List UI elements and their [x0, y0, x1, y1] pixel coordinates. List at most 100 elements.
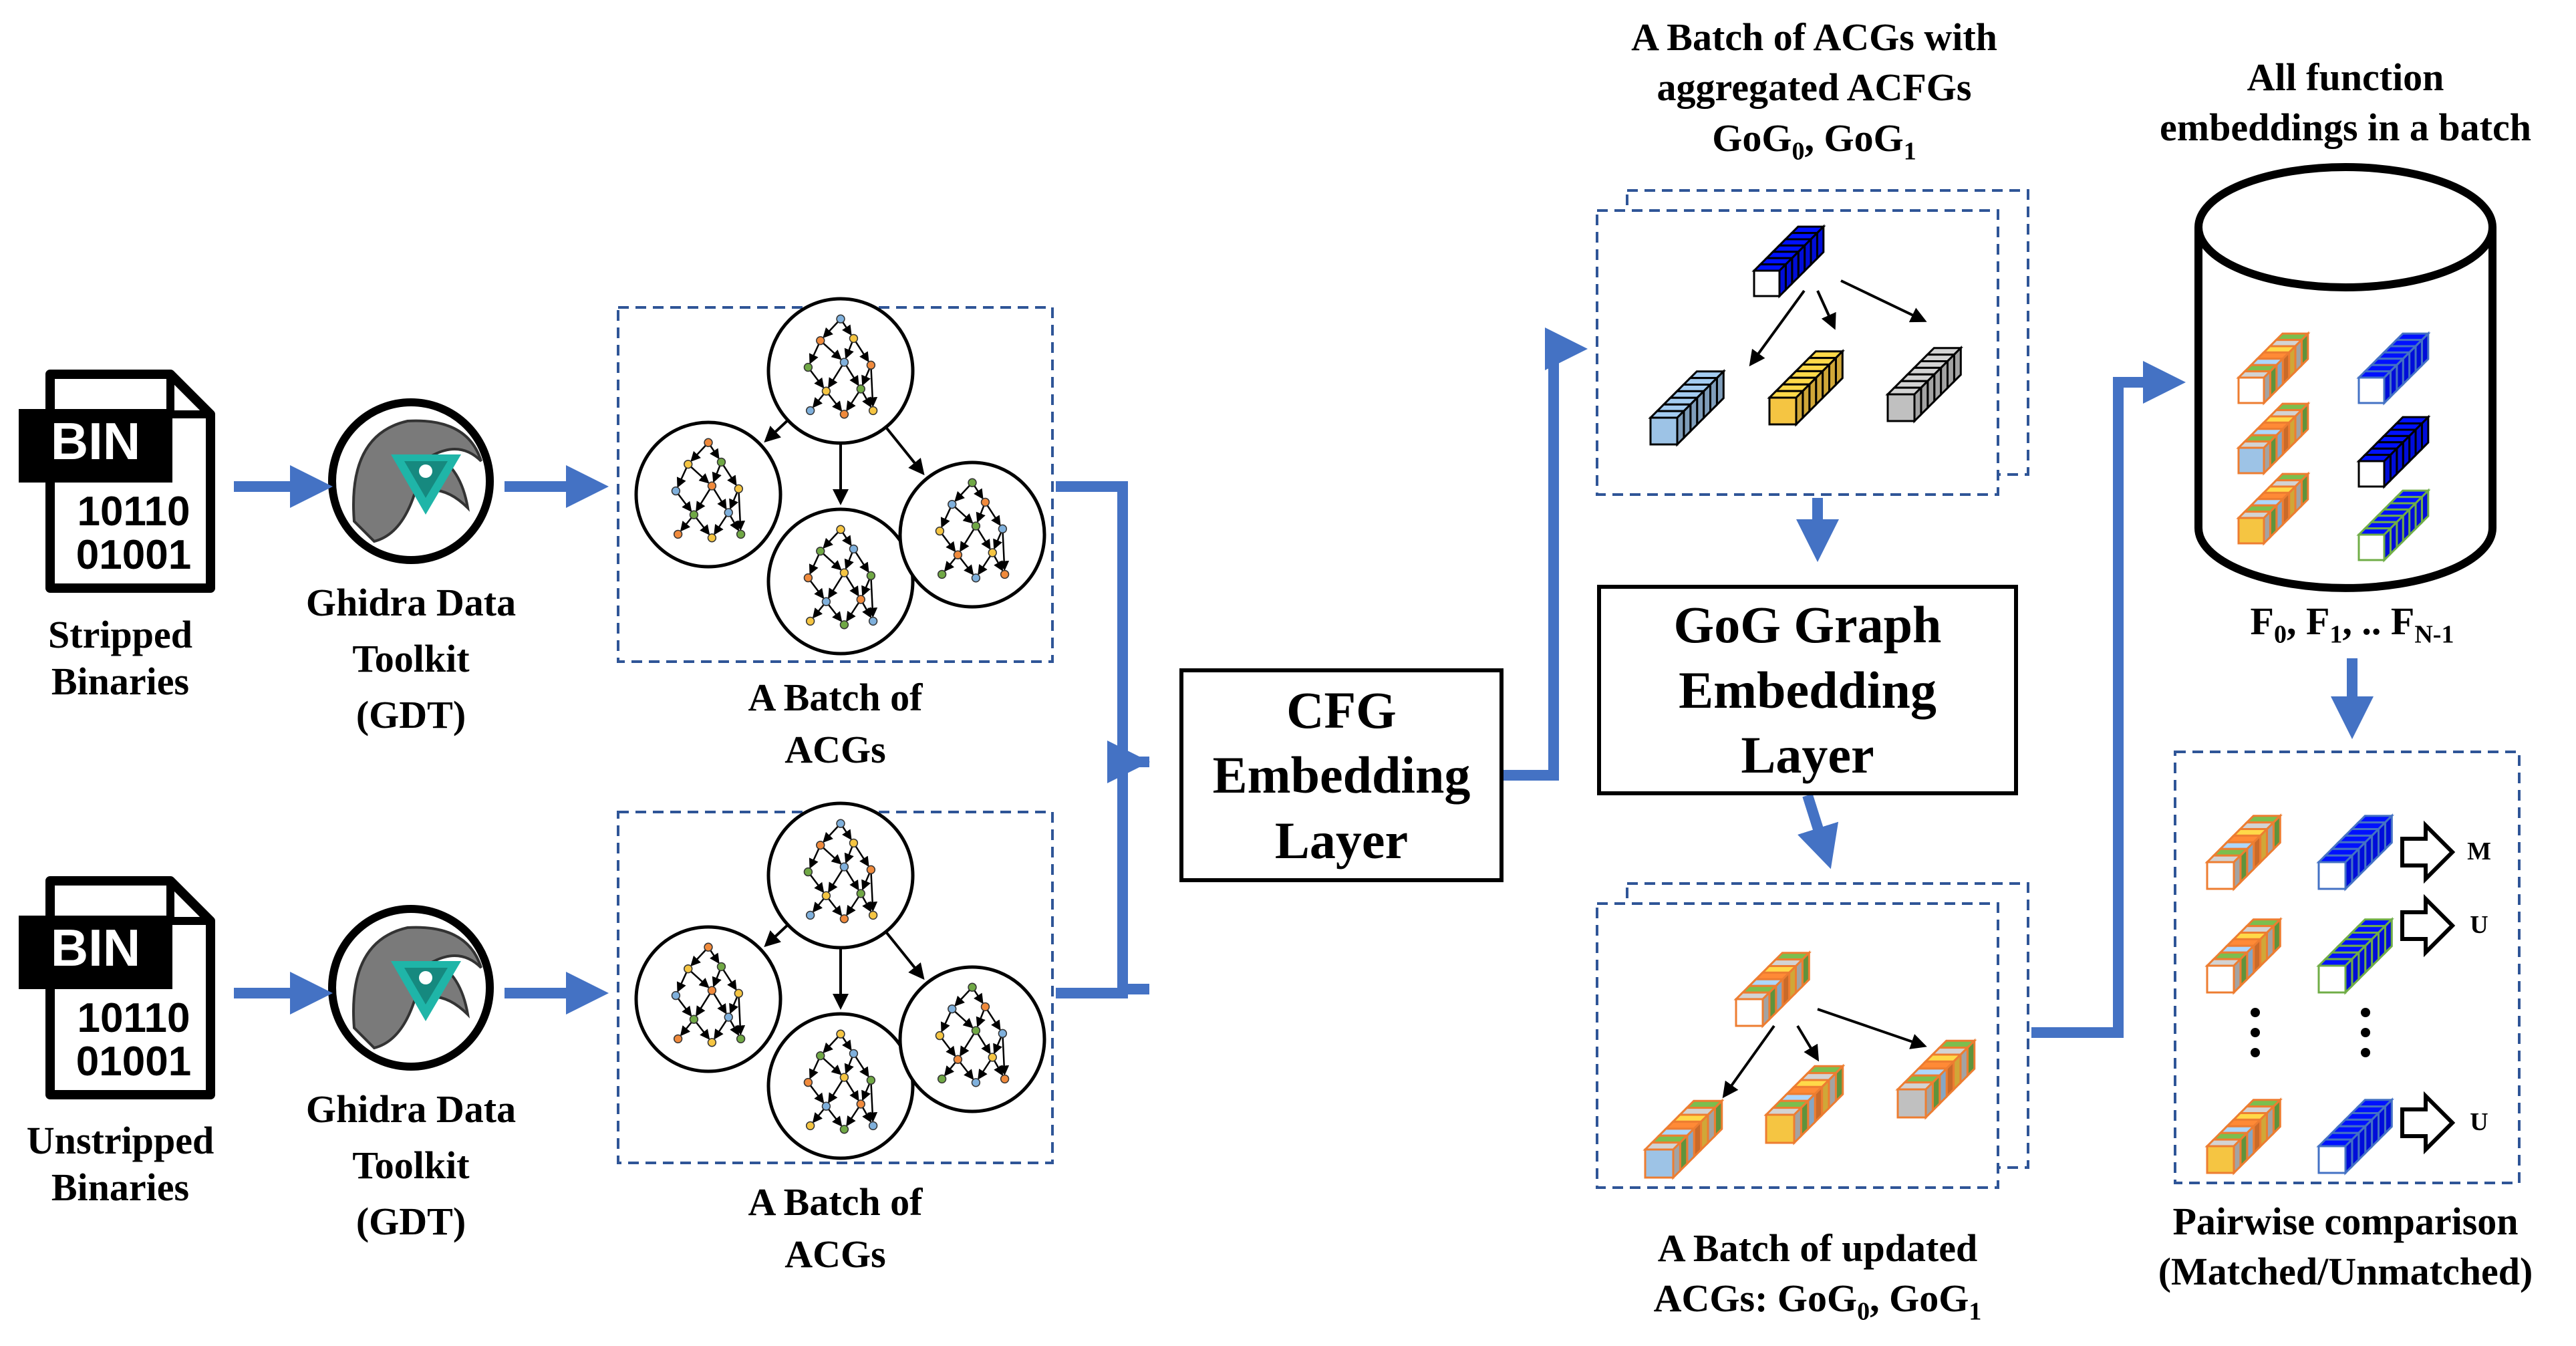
acg-node: [868, 1121, 878, 1131]
acg-node: [971, 1026, 981, 1035]
acg-node: [736, 1034, 746, 1044]
cube-front: [2357, 533, 2386, 561]
cube-front: [2317, 861, 2347, 890]
acg-node: [707, 1038, 717, 1047]
cube-side: [1966, 1038, 1976, 1079]
acg-edge: [819, 1055, 842, 1075]
acg-node: [866, 1075, 876, 1085]
acg-node: [953, 1055, 963, 1064]
cube-side: [1800, 1098, 1810, 1139]
acg-node: [673, 1034, 683, 1044]
acg-node: [684, 964, 693, 974]
bin-bits-unstripped-2: 01001: [76, 1039, 192, 1085]
acg-edge: [819, 340, 842, 360]
acg-node: [805, 406, 815, 416]
acg-node: [856, 384, 865, 394]
acg-graph-bottom: [634, 801, 1046, 1160]
updated-edge: [1722, 1025, 1775, 1099]
updated-label-line2: ACGs: GoG0, GoG1: [1653, 1276, 1982, 1326]
acg-node: [684, 459, 693, 469]
aggregated-label-line1: A Batch of ACGs with: [1631, 15, 1997, 59]
acg-edge: [819, 844, 842, 865]
acg-batch-label-bottom: A Batch of ACGs: [748, 1180, 923, 1276]
cfg-embedding-layer-label: CFG Embedding Layer: [1212, 680, 1471, 869]
result-matched: M: [2467, 837, 2491, 865]
result-unmatched-1: U: [2470, 911, 2488, 939]
acg-graph-top: [634, 297, 1046, 656]
acg-node: [821, 891, 831, 900]
acg-node: [839, 862, 849, 871]
cube-side: [1693, 1119, 1703, 1160]
acg-node: [849, 1049, 859, 1059]
cube-side: [1713, 1098, 1723, 1139]
acg-link-arrow: [764, 924, 789, 948]
acg-node: [998, 1029, 1008, 1039]
updated-edge: [1817, 1008, 1927, 1049]
acg-node: [805, 616, 815, 626]
acg-node: [803, 867, 813, 877]
acg-node: [805, 910, 815, 920]
acg-node: [724, 508, 733, 517]
acg-edge: [696, 485, 713, 512]
acg-node: [953, 550, 963, 559]
acg-edge: [951, 503, 974, 524]
acg-node: [935, 526, 945, 536]
cube-front: [2357, 460, 2386, 488]
cube-side: [1814, 1084, 1824, 1125]
acg-edge: [828, 572, 845, 599]
pairwise-cubes: [2204, 813, 2394, 1176]
function-embedding-list: F0, F1, .. FN-1: [2250, 599, 2454, 649]
acg-link-arrow: [764, 419, 789, 443]
acg-node: [839, 568, 849, 577]
acg-node: [868, 406, 878, 416]
acg-node: [856, 595, 865, 604]
acg-node: [836, 819, 845, 828]
acg-node: [704, 942, 713, 952]
cube-side: [1672, 1139, 1681, 1180]
cube-side: [1953, 1052, 1962, 1093]
acg-node: [839, 1073, 849, 1082]
acg-node: [716, 457, 726, 467]
acg-node: [971, 1078, 981, 1087]
acg-node: [736, 529, 746, 539]
acg-node: [816, 840, 825, 850]
acg-edge: [687, 968, 710, 988]
aggregated-cubes: [1648, 224, 1963, 447]
acg-node: [937, 569, 947, 579]
gdt-label-bottom: Ghidra Data Toolkit (GDT): [305, 1087, 517, 1244]
cube-front: [2237, 517, 2265, 545]
cube-side: [1679, 1133, 1689, 1174]
cube-side: [1834, 1063, 1844, 1104]
acg-node: [716, 962, 726, 972]
unstripped-binaries-label: Unstripped Binaries: [26, 1119, 214, 1209]
cube-front: [1886, 393, 1916, 422]
acg-link-arrow: [885, 426, 925, 476]
acg-edge: [867, 869, 878, 912]
acg-node: [803, 573, 813, 583]
cube-front: [1896, 1088, 1927, 1119]
acg-edge: [687, 463, 710, 484]
result-unmatched-2: U: [2470, 1108, 2488, 1136]
aggregated-label-line3: GoG0, GoG1: [1712, 116, 1916, 166]
acg-node: [707, 533, 717, 543]
acg-node: [868, 616, 878, 626]
cube-front: [2206, 1145, 2235, 1174]
bin-file-icon-stripped: [19, 370, 215, 593]
acg-node: [836, 525, 845, 534]
acg-node: [968, 982, 977, 992]
acg-edge: [951, 1008, 974, 1029]
cube-front: [1753, 269, 1781, 297]
cube-front: [1735, 998, 1764, 1027]
cube-front: [1765, 1113, 1796, 1144]
acg-node: [839, 410, 849, 419]
database-label: All function embeddings in a batch: [2160, 55, 2531, 150]
cube-side: [1924, 1079, 1934, 1120]
aggregated-edge: [1816, 290, 1836, 330]
cube-side: [1959, 1045, 1969, 1085]
acg-edge: [867, 575, 878, 618]
acg-node: [836, 1029, 845, 1039]
acg-node: [839, 1125, 849, 1134]
acg-node: [1000, 1074, 1010, 1084]
cube-side: [1700, 1112, 1709, 1153]
